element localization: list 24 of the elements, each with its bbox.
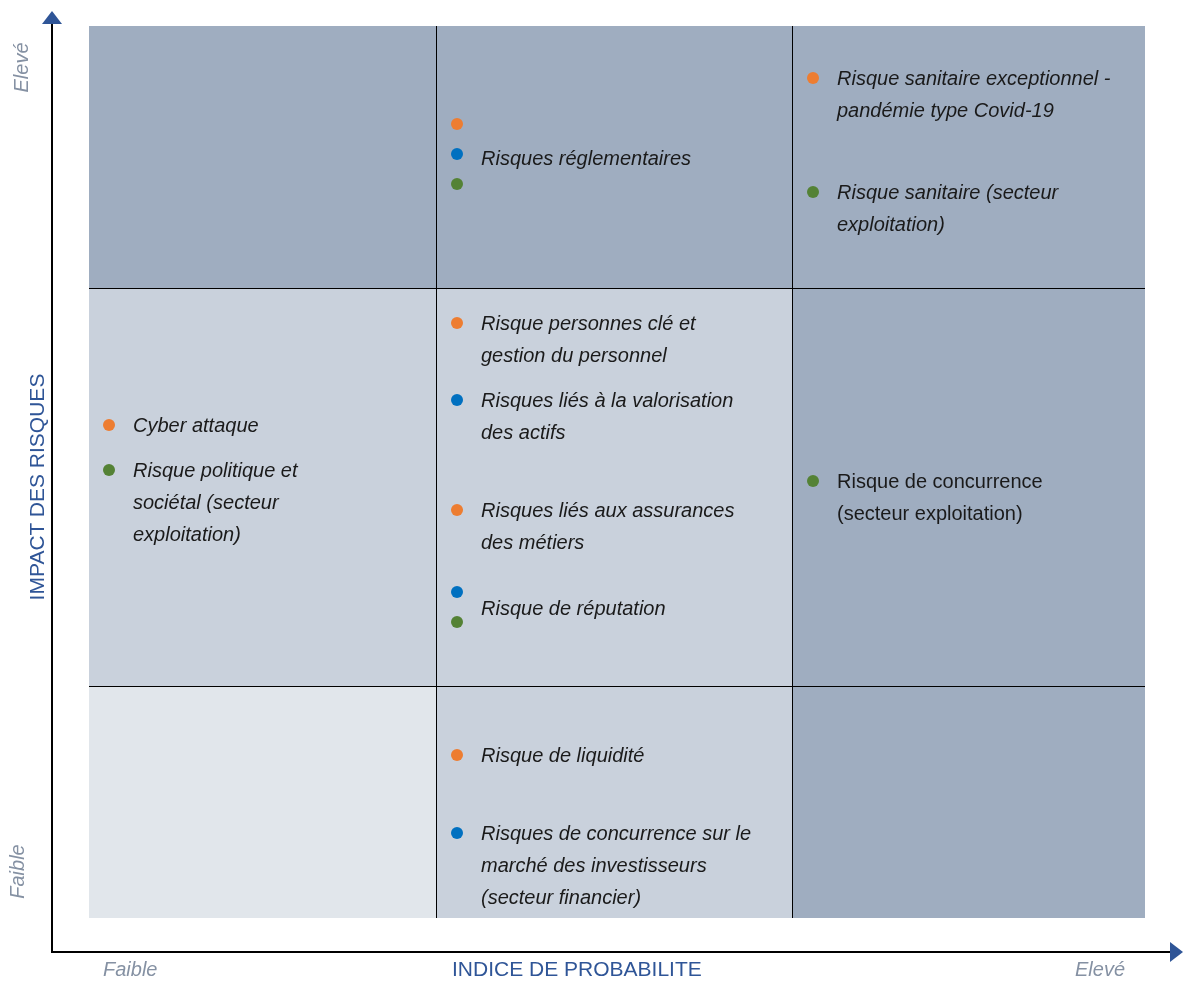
risk-cell bbox=[437, 289, 794, 688]
axis-end-label: Elevé bbox=[1075, 958, 1126, 981]
risk-label: Risque politique et sociétal (secteur exploitation) bbox=[133, 458, 299, 547]
risk-label: Risque de liquidité bbox=[481, 743, 646, 768]
risk-label: Cyber attaque bbox=[133, 413, 260, 438]
axis-end-label: Faible bbox=[103, 958, 158, 981]
risk-cell bbox=[89, 289, 438, 688]
risk-label: Risques liés aux assurances des métiers bbox=[481, 498, 736, 555]
axis-title: IMPACT DES RISQUES bbox=[25, 373, 50, 601]
axis-end-label: Faible bbox=[5, 844, 29, 899]
risk-cell bbox=[793, 26, 1145, 290]
risk-label: Risques réglementaires bbox=[481, 146, 693, 171]
risk-label: Risque de réputation bbox=[481, 596, 667, 621]
risk-label: Risque sanitaire exceptionnel - pandémie type Covid-19 bbox=[837, 66, 1112, 123]
risk-cell bbox=[437, 26, 794, 290]
risk-label: Risques de concurrence sur le marché des investisseurs (secteur financier) bbox=[481, 821, 753, 910]
risk-label: Risque de concurrence (secteur exploitation) bbox=[837, 469, 1044, 526]
risk-label: Risque personnes clé et gestion du personnel bbox=[481, 311, 697, 368]
axis-end-label: Elevé bbox=[9, 42, 33, 93]
risk-label: Risque sanitaire (secteur exploitation) bbox=[837, 180, 1060, 237]
axis-title: INDICE DE PROBABILITE bbox=[452, 957, 702, 981]
risk-label: Risques liés à la valorisation des actifs bbox=[481, 388, 735, 445]
risk-cell bbox=[793, 289, 1145, 688]
risk-cell bbox=[437, 687, 794, 918]
